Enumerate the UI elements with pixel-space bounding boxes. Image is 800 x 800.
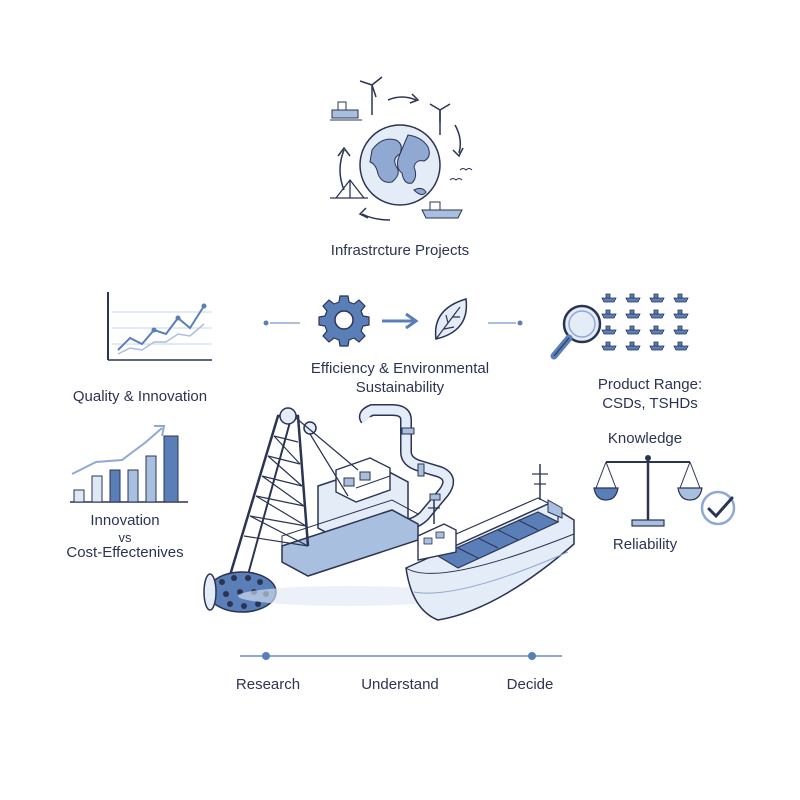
- reliability-label: Reliability: [612, 536, 678, 553]
- bar-chart-icon: [70, 425, 188, 503]
- innovation-label-line3: Cost-Effectenives: [66, 544, 184, 561]
- leaf-icon: [434, 298, 468, 340]
- process-timeline: [240, 652, 562, 660]
- infrastructure-label: Infrastrcture Projects: [330, 242, 470, 259]
- process-step-decide: Decide: [506, 676, 554, 693]
- magnifier-icon: [550, 304, 602, 360]
- process-step-research: Research: [235, 676, 301, 693]
- process-step-understand: Understand: [361, 676, 439, 693]
- efficiency-label-line1: Efficiency & Environmental: [310, 360, 490, 377]
- arrow-right-icon: [382, 312, 419, 330]
- connector-line-right: [488, 320, 523, 326]
- timeline-node-research: [262, 652, 270, 660]
- hopper-dredger-vessel-icon: [405, 464, 575, 621]
- line-chart-icon: [107, 292, 212, 361]
- innovation-label-line2: vs: [118, 530, 132, 545]
- cutter-suction-dredger-icon: [203, 404, 458, 613]
- gear-icon: [318, 295, 370, 347]
- ship-grid-icon: [601, 293, 689, 351]
- innovation-label-line1: Innovation: [90, 512, 160, 529]
- product-range-label-line2: CSDs, TSHDs: [602, 395, 698, 412]
- quality-label: Quality & Innovation: [72, 388, 208, 405]
- product-range-label-line1: Product Range:: [597, 376, 703, 393]
- efficiency-label-line2: Sustainability: [355, 379, 445, 396]
- checkmark-icon: [700, 490, 736, 526]
- connector-line-left: [263, 320, 300, 326]
- knowledge-label: Knowledge: [607, 430, 683, 447]
- balance-scale-icon: [593, 455, 703, 527]
- timeline-node-decide: [528, 652, 536, 660]
- globe-cycle-icon: [330, 76, 473, 221]
